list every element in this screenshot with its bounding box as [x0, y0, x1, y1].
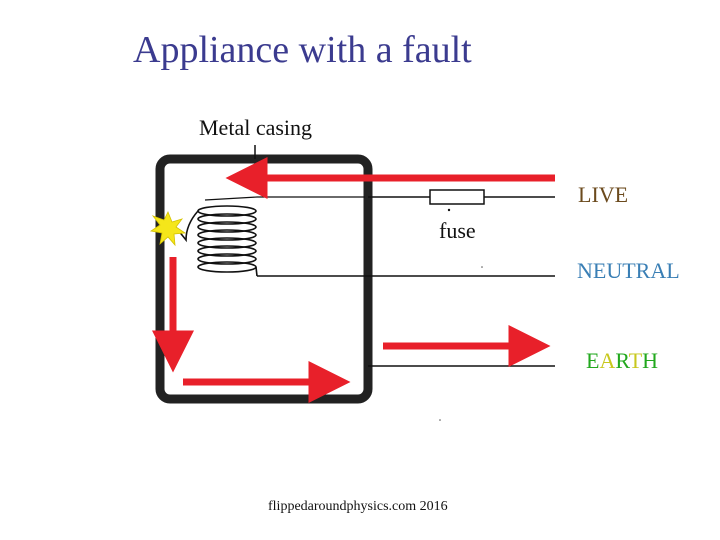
live-label: LIVE [578, 182, 629, 207]
earth-label-letter: H [642, 348, 659, 373]
live-wire [204, 189, 555, 212]
page-title: Appliance with a fault [133, 29, 472, 71]
spark-icon [149, 211, 187, 247]
earth-label-letter: R [615, 348, 629, 373]
metal-casing-label: Metal casing [199, 115, 313, 140]
earth-label-letter: E [586, 348, 600, 373]
coil-icon [177, 205, 258, 277]
credit-text: flippedaroundphysics.com 2016 [268, 499, 448, 514]
metal-casing [155, 154, 373, 404]
earth-label: EARTH [586, 348, 658, 374]
earth-label-letter: A [599, 348, 616, 373]
earth-label-letter: T [628, 348, 643, 373]
fuse-label: fuse [439, 218, 476, 243]
fuse-icon [429, 189, 485, 205]
neutral-label: NEUTRAL [577, 258, 680, 283]
